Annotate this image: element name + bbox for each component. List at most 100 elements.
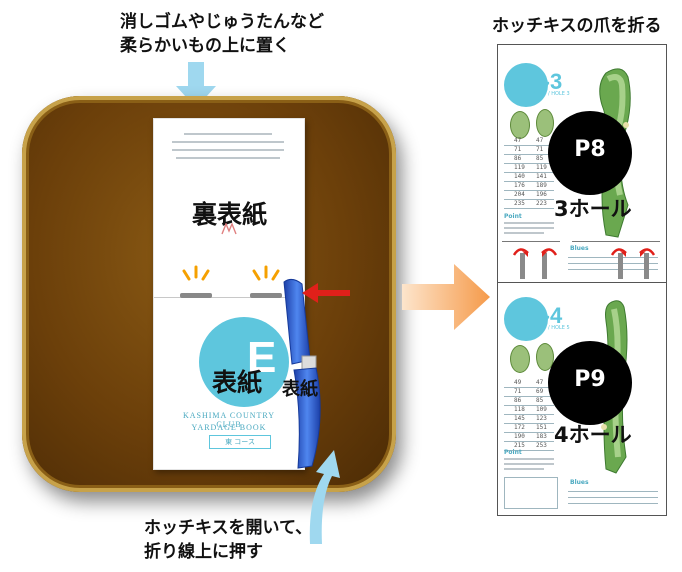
- yardage-cell: 140: [514, 173, 525, 180]
- yardage-booklet: 裏表紙 E 表紙 Kashima Country Club Yardage Bo…: [153, 118, 305, 470]
- hole-sub: PAR 4 / HOLE 3: [532, 91, 570, 97]
- yardage-cell: 86: [514, 397, 522, 404]
- table-row: [504, 450, 554, 451]
- page-number: P8: [574, 137, 606, 162]
- table-row: [504, 387, 554, 388]
- hole-code: E-4: [528, 303, 563, 328]
- yardage-cell: 123: [536, 415, 547, 422]
- hole-badge: [504, 297, 548, 341]
- yardage-cell: 47: [536, 379, 544, 386]
- staple-burst-icon: [252, 265, 280, 281]
- table-row: [504, 432, 554, 433]
- stapler-icon: [283, 278, 321, 469]
- table-row: [504, 199, 554, 200]
- yardage-cell: 71: [536, 146, 544, 153]
- yardage-cell: 85: [536, 155, 544, 162]
- table-row: [504, 414, 554, 415]
- course-letter: E: [247, 333, 277, 382]
- front-cover-label: 表紙: [212, 368, 263, 397]
- yardage-cell: 119: [514, 164, 525, 171]
- yardage-cell: 223: [536, 200, 547, 207]
- yardage-cell: 253: [536, 442, 547, 449]
- back-cover-label: 裏表紙: [192, 200, 268, 229]
- table-row: [504, 154, 554, 155]
- yardage-table: 49 47 71 69 86 85 118 109 145 123 172 151 190 183 215 2…: [504, 379, 554, 451]
- yardage-cell: 47: [514, 137, 522, 144]
- right-caption: ホッチキスの爪を折る: [492, 16, 662, 36]
- yardage-cell: 190: [514, 433, 525, 440]
- fold-arrow-icon: [512, 248, 558, 257]
- hole-sub: PAR 4 / HOLE 5: [532, 325, 570, 331]
- yardage-cell: 183: [536, 433, 547, 440]
- green-icon: [510, 345, 530, 373]
- yardage-cell: 235: [514, 200, 525, 207]
- hole-label: 3ホール: [554, 197, 632, 221]
- hole-badge: [504, 63, 548, 107]
- green-icon: [536, 109, 554, 137]
- table-row: [504, 208, 554, 209]
- course-chip: 東 コース: [209, 435, 271, 449]
- blues-label: Blues: [570, 245, 589, 252]
- yardage-cell: 151: [536, 424, 547, 431]
- page-p8: E-3 PAR 4 / HOLE 3 47 47 71 71 86 85 119 119 140…: [497, 44, 667, 284]
- top-caption-line1: 消しゴムやじゅうたんなど: [120, 12, 324, 32]
- bottom-caption-line1: ホッチキスを開いて、: [144, 518, 313, 538]
- red-arrow-icon: [302, 283, 350, 303]
- yardage-cell: 189: [536, 182, 547, 189]
- yardage-cell: 215: [514, 442, 525, 449]
- hole-code: E-3: [528, 69, 563, 94]
- point-label: Point: [504, 449, 522, 456]
- yardage-cell: 49: [514, 379, 522, 386]
- table-row: [504, 145, 554, 146]
- table-row: [504, 181, 554, 182]
- yardage-cell: 176: [514, 182, 525, 189]
- yardage-cell: 118: [514, 406, 525, 413]
- yardage-cell: 119: [536, 164, 547, 171]
- tee-table: [504, 477, 558, 509]
- course-badge: [199, 317, 289, 407]
- up-arrow-icon: [309, 450, 340, 544]
- page-number-badge: P8: [548, 111, 632, 195]
- yardage-cell: 141: [536, 173, 547, 180]
- fold-arrow-icon: [610, 248, 656, 257]
- yardage-cell: 196: [536, 191, 547, 198]
- yardage-cell: 47: [536, 137, 544, 144]
- next-step-arrow-icon: [402, 264, 490, 330]
- table-row: [504, 190, 554, 191]
- page-number: P9: [574, 367, 606, 392]
- yardage-cell: 71: [514, 146, 522, 153]
- point-label: Point: [504, 213, 522, 220]
- green-icon: [510, 111, 530, 139]
- yardage-cell: 71: [514, 388, 522, 395]
- table-row: [504, 396, 554, 397]
- staple: [250, 293, 282, 298]
- yardage-cell: 145: [514, 415, 525, 422]
- yardage-cell: 69: [536, 388, 544, 395]
- blues-label: Blues: [570, 479, 589, 486]
- page-number-badge: P9: [548, 341, 632, 425]
- top-caption-line2: 柔らかいもの上に置く: [120, 36, 290, 56]
- logo-icon: [221, 223, 237, 235]
- table-row: [504, 172, 554, 173]
- yardage-cell: 86: [514, 155, 522, 162]
- table-row: [504, 163, 554, 164]
- green-icon: [536, 343, 554, 371]
- yardage-table: 47 47 71 71 86 85 119 119 140 141 176 189 204 196 235 2…: [504, 137, 554, 209]
- yardage-cell: 85: [536, 397, 544, 404]
- page-p9: E-4 PAR 4 / HOLE 5 49 47 71 69 86 85 118 109 145…: [497, 282, 667, 516]
- book-title: Yardage Book: [191, 423, 267, 432]
- club-name: Kashima Country Club: [182, 411, 276, 429]
- yardage-cell: 172: [514, 424, 525, 431]
- bottom-caption-line2: 折り線上に押す: [144, 542, 263, 562]
- hole-label: 4ホール: [554, 423, 632, 447]
- fold-line: [154, 297, 304, 298]
- yardage-cell: 204: [514, 191, 525, 198]
- table-row: [504, 441, 554, 442]
- staple: [180, 293, 212, 298]
- yardage-cell: 109: [536, 406, 547, 413]
- table-row: [504, 423, 554, 424]
- table-row: [504, 405, 554, 406]
- staple-fold-diagram: Blues: [502, 241, 660, 279]
- staple-burst-icon: [182, 265, 210, 281]
- stapler-label: 表紙: [282, 379, 318, 400]
